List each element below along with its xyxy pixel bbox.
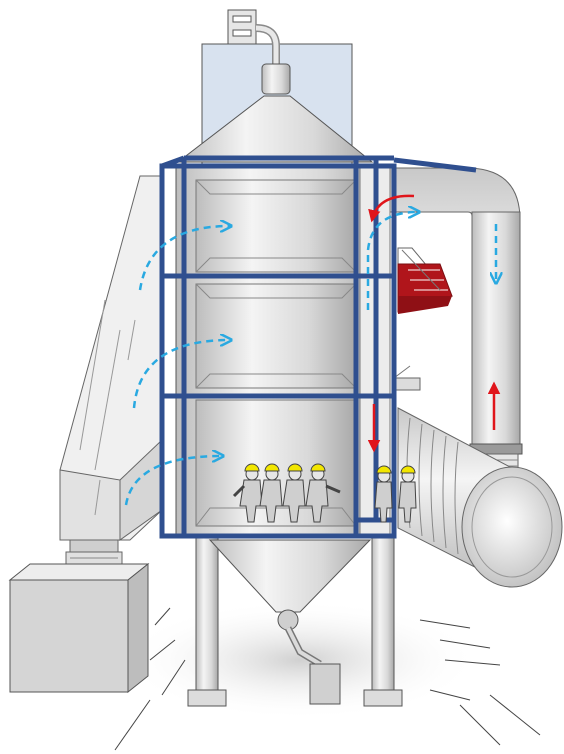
fan-box-icon (8, 562, 150, 694)
worker-icon (305, 463, 341, 523)
cool-flow-level-3 (124, 456, 222, 506)
hood-icon (176, 63, 374, 163)
vent-cap-icon (227, 9, 257, 47)
support-legs (187, 533, 403, 707)
cool-flow-level-2 (132, 340, 230, 409)
hot-flows (367, 194, 501, 453)
duct-icon (59, 175, 163, 575)
floor-lines (114, 607, 541, 751)
worker-icon (232, 463, 263, 523)
cool-flow-level-1 (138, 226, 230, 291)
worker-icon (398, 465, 417, 523)
stair-icon (391, 247, 454, 391)
worker-icon (282, 463, 306, 523)
worker-icon (374, 465, 393, 523)
cool-flow-return-top (366, 212, 418, 310)
hot-flow-top-curl (368, 194, 415, 223)
floor-shadow (120, 600, 480, 720)
drum-icon (397, 407, 563, 588)
cool-flows (124, 212, 496, 506)
hopper-icon (208, 539, 372, 705)
worker-icon (259, 463, 283, 523)
workers (232, 463, 417, 523)
